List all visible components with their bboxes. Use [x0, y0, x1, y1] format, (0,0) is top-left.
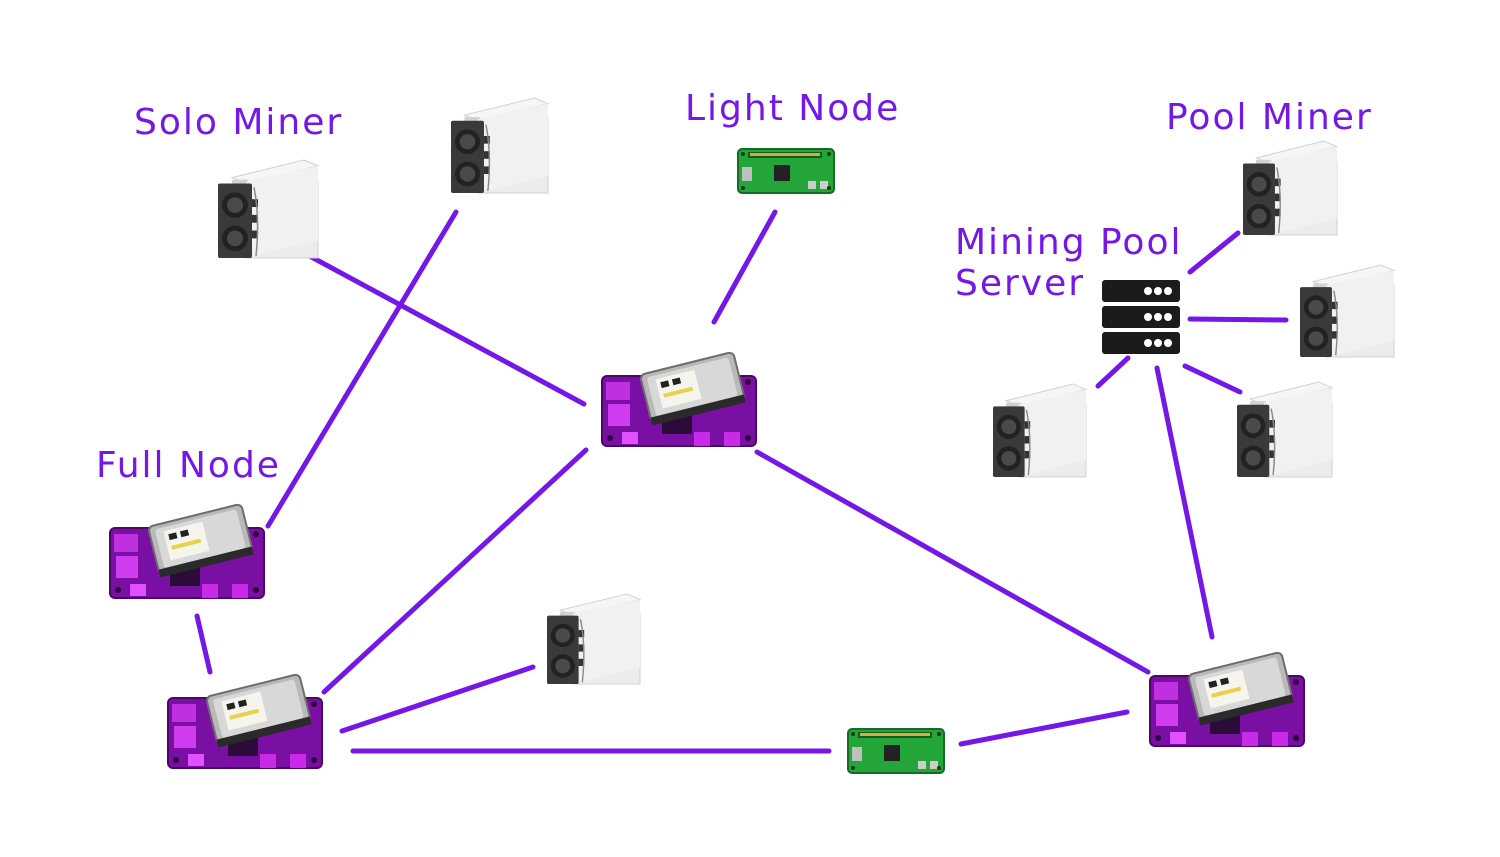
link-light-node-to-center-node [711, 209, 778, 325]
miner-icon [1242, 140, 1338, 236]
connections [194, 209, 1289, 754]
miner-icon [1299, 264, 1395, 358]
link-solo-miner-to-center-node [301, 250, 587, 407]
label-full-node: Full Node [96, 445, 281, 486]
label-pool-miner: Pool Miner [1166, 97, 1373, 138]
miner-icon [217, 159, 319, 259]
miner-icon [992, 383, 1087, 478]
full-node-icon [601, 350, 757, 447]
link-pool-server-to-pool-miner-right [1187, 316, 1289, 323]
label-solo-miner: Solo Miner [134, 102, 344, 143]
light-node-icon [847, 728, 945, 774]
link-center-node-to-right-node [754, 449, 1151, 675]
link-full-node-to-bottom-left-node [194, 613, 213, 675]
miner-icon [1236, 381, 1333, 478]
link-miner-to-full-node [265, 209, 459, 529]
link-pool-server-to-pool-miner-top [1187, 230, 1241, 275]
full-node-icon [167, 672, 323, 769]
link-light-node-to-right-node [958, 709, 1130, 747]
label-mining-pool-server-line2: Server [955, 263, 1086, 305]
link-pool-server-to-pool-miner-lower-right [1182, 363, 1243, 395]
miner-icon [450, 97, 549, 194]
miner-icon [546, 593, 641, 685]
link-pool-server-to-pool-miner-left [1095, 355, 1131, 389]
label-mining-pool-server: Mining Pool Server [955, 222, 1182, 305]
light-node-icon [737, 148, 835, 194]
full-node-icon [1149, 650, 1305, 747]
link-bottom-left-node-to-miner [339, 664, 536, 734]
label-mining-pool-server-line1: Mining Pool [955, 222, 1183, 263]
link-center-node-to-bottom-left-node [321, 447, 589, 695]
link-pool-server-to-right-node [1154, 365, 1215, 640]
label-light-node: Light Node [685, 88, 901, 129]
full-node-icon [109, 502, 265, 599]
